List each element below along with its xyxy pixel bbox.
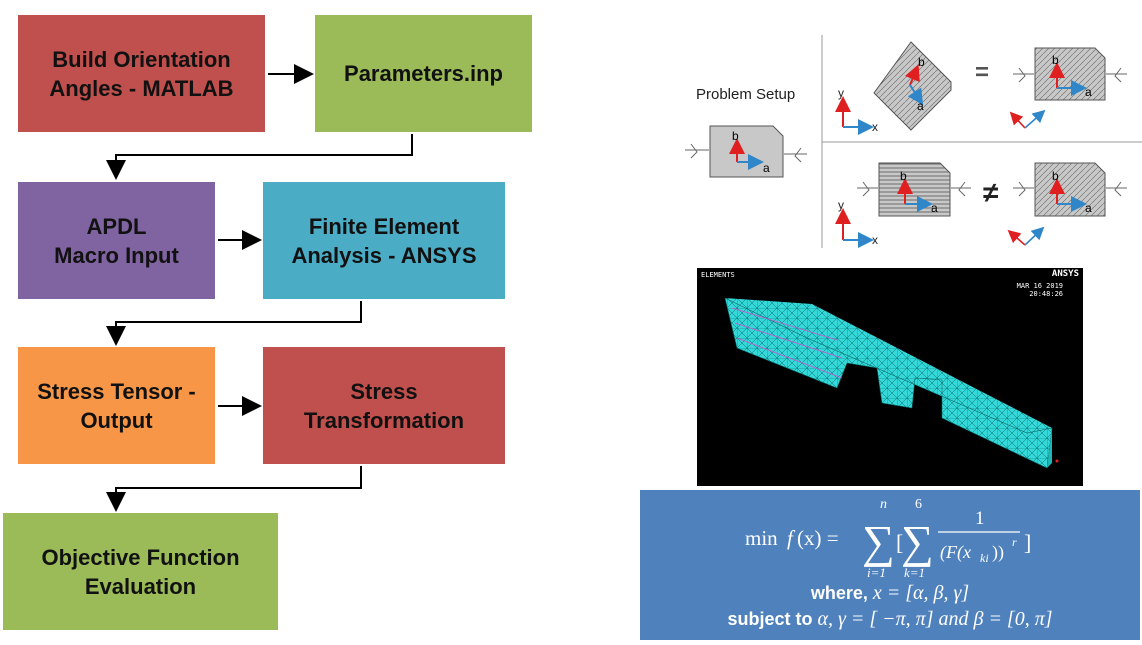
- outer-upper: n: [880, 497, 887, 512]
- problem-setup-diagram: Problem Setup b a y x b a = b a y x b a …: [685, 35, 1142, 248]
- svg-text:[: [: [896, 530, 903, 555]
- ansys-date: MAR 16 2019: [1016, 282, 1063, 290]
- ansys-mesh-render: ELEMENTS ANSYS MAR 16 2019 20:48:26: [697, 268, 1083, 486]
- problem-setup-title: Problem Setup: [696, 86, 795, 103]
- bottom-plate-shape: [1034, 162, 1106, 217]
- formula-f: f: [787, 526, 796, 550]
- svg-text:r: r: [1012, 535, 1017, 549]
- svg-text:(F(x: (F(x: [940, 542, 971, 563]
- objective-formula: min f (x) = n ∑ i=1 [ 6 ∑ k=1 1 (F(x ki …: [745, 497, 1031, 580]
- where-line: where, x = [α, β, γ]: [640, 582, 1140, 605]
- where-label: where,: [810, 583, 868, 603]
- top-axis-x: x: [872, 120, 878, 134]
- top-plate-shape: [1034, 47, 1106, 101]
- bottom-axis-y: y: [838, 198, 844, 212]
- bottom-axis-x: x: [872, 233, 878, 247]
- mesh-svg: [724, 297, 1059, 469]
- build-orientation-box: Build Orientation Angles - MATLAB: [18, 15, 265, 132]
- svg-text:)): )): [992, 542, 1004, 563]
- rot-b-label: b: [918, 55, 925, 69]
- rotated-plate-shape: [873, 41, 952, 131]
- svg-text:]: ]: [1024, 530, 1031, 555]
- plate-a-label: a: [763, 161, 770, 175]
- outer-lower: i=1: [867, 565, 886, 580]
- plate-b-label: b: [732, 129, 739, 143]
- equals-sign: =: [975, 59, 989, 86]
- stress-tensor-box: Stress Tensor - Output: [18, 347, 215, 464]
- subject-expr: α, γ = [ −π, π] and β = [0, π]: [817, 608, 1053, 630]
- top-plate-a: a: [1085, 85, 1092, 99]
- bottom-plate-b: b: [1052, 169, 1059, 183]
- svg-text:ki: ki: [980, 551, 989, 565]
- objective-function-box: Objective Function Evaluation: [3, 513, 278, 630]
- hatch-a: a: [931, 201, 938, 215]
- stress-transformation-box: Stress Transformation: [263, 347, 505, 464]
- top-axis-y: y: [838, 86, 844, 100]
- arrow-b2-b3: [106, 134, 413, 180]
- inner-lower: k=1: [904, 565, 925, 580]
- subject-label: subject to: [727, 609, 813, 629]
- formula-x: (x) =: [797, 526, 839, 550]
- svg-text:∑: ∑: [862, 516, 895, 567]
- apdl-macro-box: APDL Macro Input: [18, 182, 215, 299]
- fea-ansys-box: Finite Element Analysis - ANSYS: [263, 182, 505, 299]
- bottom-plate-a: a: [1085, 201, 1092, 215]
- ansys-brand: ANSYS: [1051, 269, 1079, 279]
- hatch-b: b: [900, 169, 907, 183]
- elements-label: ELEMENTS: [701, 271, 735, 279]
- right-load-icon: [784, 147, 807, 163]
- arrow-b4-b5: [106, 301, 362, 346]
- inner-upper: 6: [915, 497, 922, 512]
- ansys-time: 20:48:26: [1029, 290, 1063, 298]
- fraction-numerator: 1: [975, 508, 985, 529]
- formula-min: min: [745, 526, 778, 550]
- objective-equation-panel: min f (x) = n ∑ i=1 [ 6 ∑ k=1 1 (F(x ki …: [640, 490, 1140, 640]
- not-equals-sign: ≠: [983, 177, 998, 208]
- arrow-b6-b7: [106, 466, 362, 512]
- hatched-plate-shape: [878, 162, 951, 217]
- plate-shape: [709, 125, 784, 178]
- rot-a-label: a: [917, 99, 924, 113]
- top-plate-b: b: [1052, 53, 1059, 67]
- subject-line: subject to α, γ = [ −π, π] and β = [0, π…: [640, 608, 1140, 631]
- svg-text:∑: ∑: [901, 516, 934, 567]
- flow-connectors: [106, 64, 413, 512]
- left-load-icon: [685, 143, 709, 159]
- where-expr: x = [α, β, γ]: [872, 582, 970, 604]
- parameters-box: Parameters.inp: [315, 15, 532, 132]
